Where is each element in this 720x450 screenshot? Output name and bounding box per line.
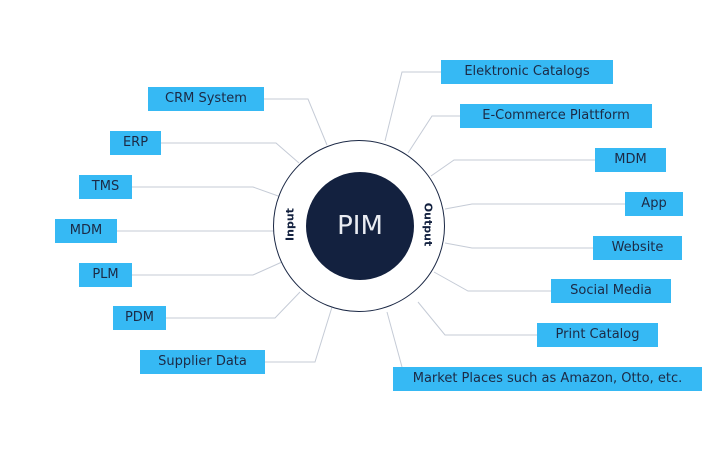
connector-elektronic	[384, 71, 441, 142]
output-elektronic-catalogs: Elektronic Catalogs	[441, 60, 613, 84]
output-app: App	[625, 192, 683, 216]
connector-print	[417, 301, 537, 336]
pim-core: PIM	[306, 172, 414, 280]
connector-ecommerce	[407, 115, 460, 154]
connector-plm	[132, 261, 283, 276]
output-social-media: Social Media	[551, 279, 671, 303]
connector-app	[444, 203, 625, 210]
input-plm: PLM	[79, 263, 132, 287]
input-mdm: MDM	[55, 219, 117, 243]
connector-mdm-out	[430, 159, 595, 177]
connector-pdm	[166, 291, 301, 319]
input-tms: TMS	[79, 175, 132, 199]
input-crm-system: CRM System	[148, 87, 264, 111]
input-supplier-data: Supplier Data	[140, 350, 265, 374]
output-print-catalog: Print Catalog	[537, 323, 658, 347]
connector-social	[433, 271, 551, 292]
output-mdm: MDM	[595, 148, 666, 172]
connector-website	[444, 242, 593, 249]
input-pdm: PDM	[113, 306, 166, 330]
input-erp: ERP	[110, 131, 161, 155]
connector-supplier	[265, 306, 333, 363]
output-ecommerce-plattform: E-Commerce Plattform	[460, 104, 652, 128]
connector-erp	[161, 142, 300, 164]
output-market-places: Market Places such as Amazon, Otto, etc.	[393, 367, 702, 391]
output-website: Website	[593, 236, 682, 260]
connector-crm	[264, 98, 328, 146]
input-label: Input	[283, 208, 297, 241]
output-label: Output	[421, 202, 435, 247]
connector-tms	[132, 186, 282, 198]
connector-market	[386, 311, 403, 368]
